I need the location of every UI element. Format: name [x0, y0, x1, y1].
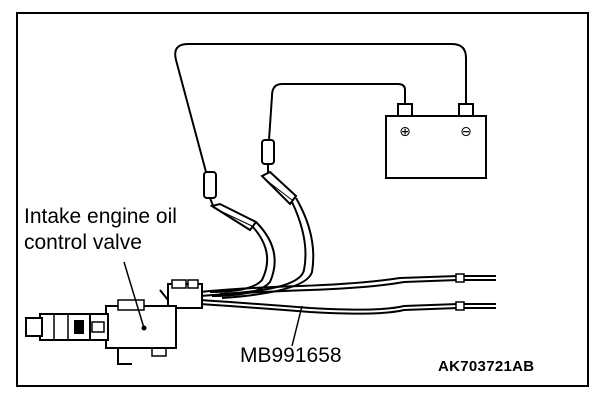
negative-symbol: ⊖: [460, 124, 472, 140]
positive-lead-wire: [268, 83, 406, 141]
valve-label-line2: control valve: [24, 231, 142, 254]
figure-code: AK703721AB: [438, 358, 535, 375]
probe-pins: [455, 273, 496, 311]
harness-wire-c: [209, 225, 269, 293]
probe-wire-3: [199, 299, 459, 311]
clip-negative: [209, 202, 258, 232]
positive-lead-fuse: [261, 139, 275, 165]
valve-label: Intake engine oil control valve: [24, 204, 177, 256]
battery-negative-terminal: [458, 103, 474, 117]
positive-symbol: ⊕: [399, 124, 411, 140]
oil-control-valve: [25, 299, 177, 365]
clip-positive: [260, 170, 298, 206]
harness-wire-d: [211, 221, 276, 297]
tool-leader-line: [291, 305, 303, 347]
valve-label-line1: Intake engine oil: [24, 205, 177, 228]
battery: ⊕ ⊖: [385, 103, 487, 179]
negative-lead-wire: [174, 43, 467, 173]
probe-wire-1: [199, 275, 459, 293]
negative-lead-fuse: [203, 171, 217, 199]
probe-wire-4: [199, 303, 459, 315]
valve-leader-line: [123, 261, 145, 329]
harness-connector: [159, 279, 203, 309]
battery-positive-terminal: [397, 103, 413, 117]
harness-wire-b: [221, 197, 315, 299]
tool-label: MB991658: [240, 344, 342, 367]
probe-wire-2: [199, 279, 459, 297]
